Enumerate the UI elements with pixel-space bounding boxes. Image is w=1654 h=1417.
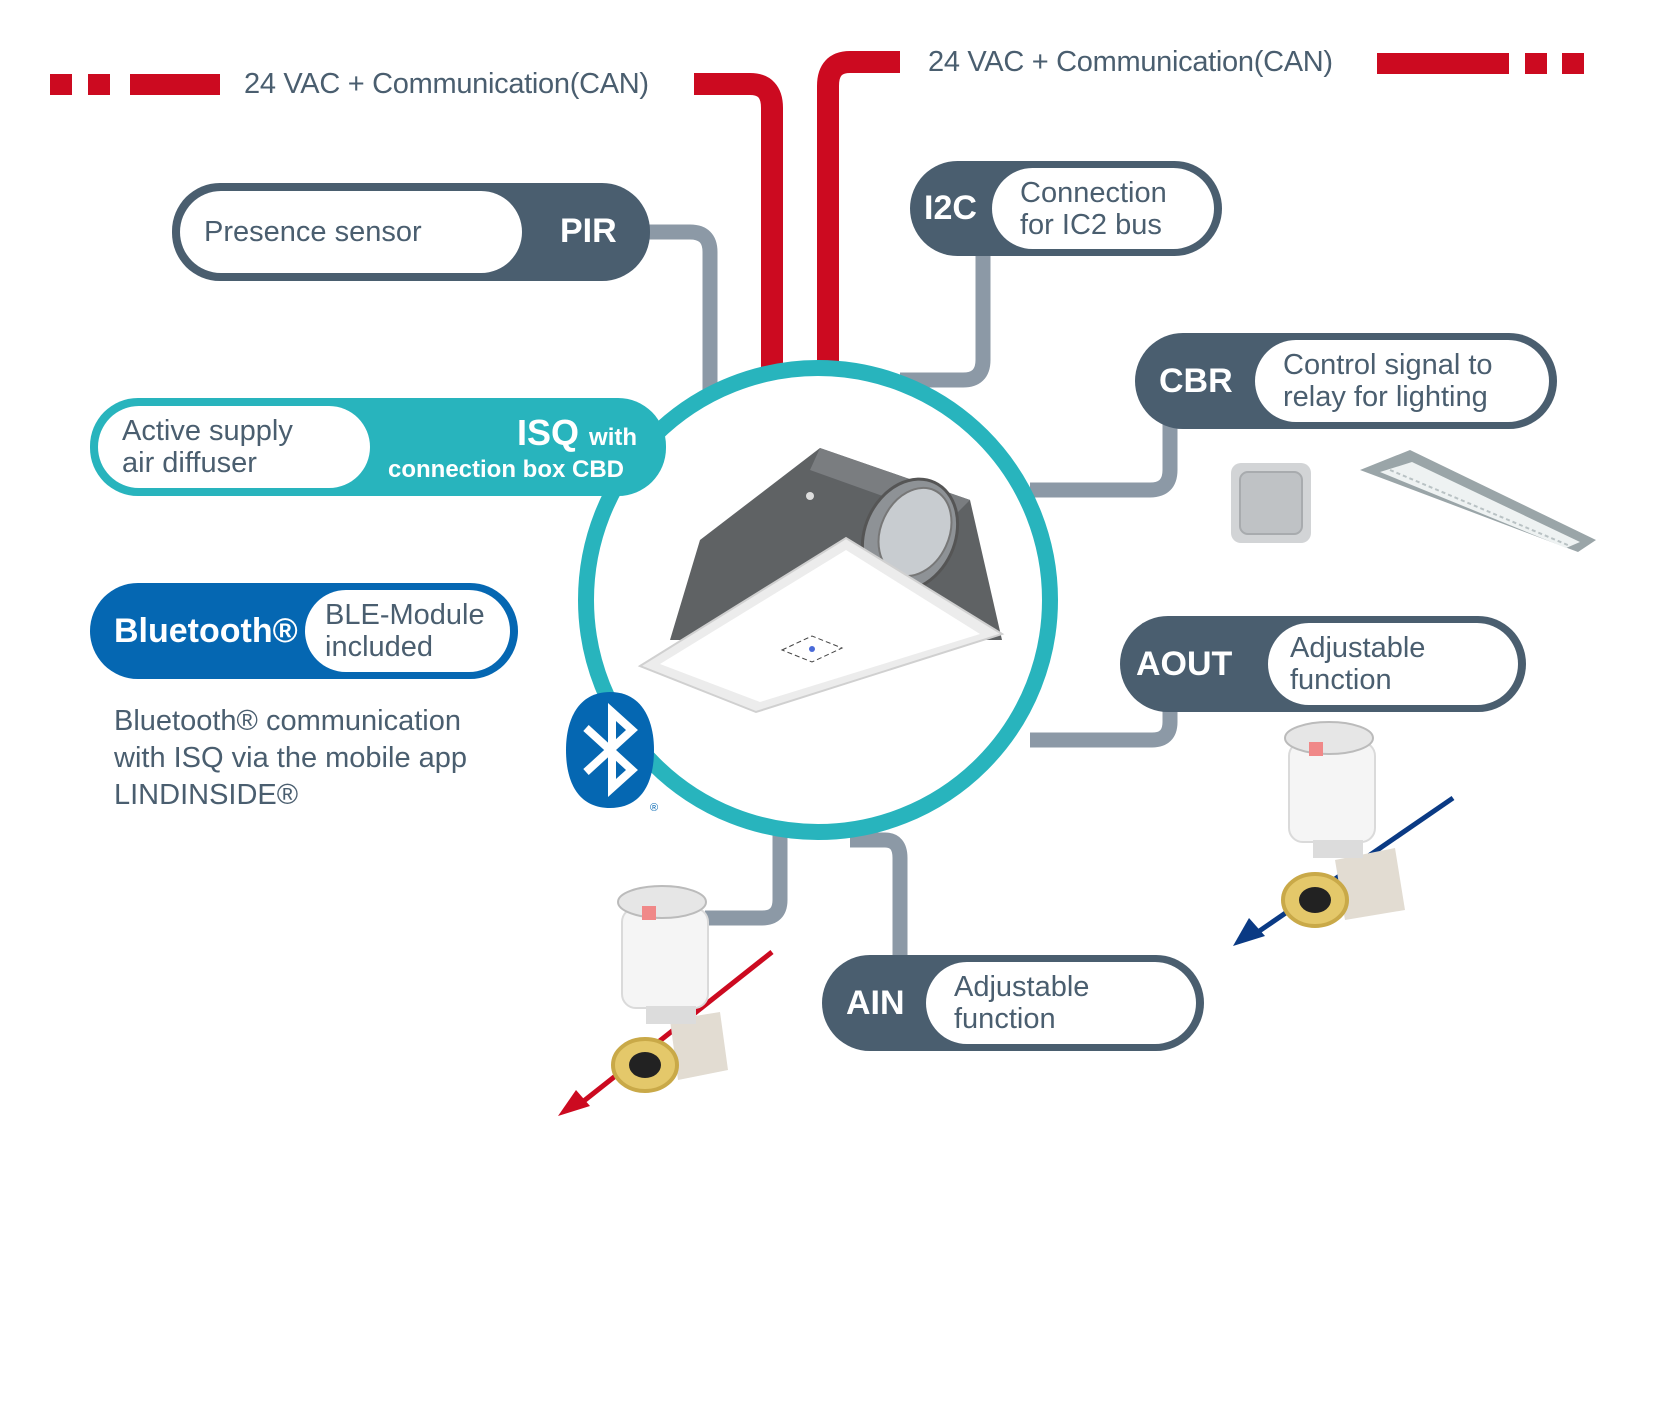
ain-badge: AIN Adjustable function (822, 955, 1204, 1051)
bluetooth-description: BLE-Module included (325, 599, 485, 663)
cbr-code: CBR (1159, 362, 1233, 400)
aout-code: AOUT (1136, 645, 1233, 683)
thermal-actuator-valve-icon (1233, 721, 1455, 946)
thermal-actuator-valve-icon (558, 885, 774, 1116)
ain-wire (850, 832, 908, 965)
valve-left-wire (705, 830, 788, 926)
ceiling-diffuser-icon (637, 448, 1005, 714)
cbr-wire (1030, 420, 1178, 498)
can-bus-right-wire (817, 51, 900, 370)
svg-text:®: ® (650, 802, 658, 812)
isq-badge: Active supply air diffuser ISQ with conn… (90, 398, 666, 496)
can-bus-left-wire (694, 73, 783, 370)
ain-code: AIN (846, 984, 905, 1022)
i2c-badge: I2C Connection for IC2 bus (910, 161, 1222, 256)
i2c-description: Connection for IC2 bus (1020, 176, 1167, 241)
pir-code: PIR (560, 212, 617, 250)
i2c-wire (900, 250, 991, 388)
pir-description: Presence sensor (204, 216, 422, 248)
bluetooth-note: Bluetooth® communication with ISQ via th… (114, 703, 467, 814)
bluetooth-note-line: Bluetooth® communication (114, 705, 461, 737)
aout-badge: AOUT Adjustable function (1120, 616, 1526, 712)
isq-description: Active supply air diffuser (122, 415, 293, 479)
light-switch-icon (1231, 463, 1311, 543)
aout-wire (1030, 700, 1178, 748)
can-label-left: 24 VAC + Communication(CAN) (244, 68, 649, 100)
aout-description: Adjustable function (1290, 632, 1426, 696)
isq-code-main: ISQ (517, 412, 580, 453)
isq-code-line2: connection box CBD (388, 456, 625, 483)
bluetooth-note-line: LINDINSIDE® (114, 779, 299, 811)
pir-wire (640, 224, 718, 390)
isq-code: ISQ with (517, 412, 637, 454)
luminaire-icon (1360, 450, 1596, 552)
isq-code-suffix: with (589, 424, 638, 451)
cbr-description: Control signal to relay for lighting (1283, 349, 1493, 413)
bluetooth-badge: Bluetooth® BLE-Module included (90, 583, 518, 679)
ain-description: Adjustable function (954, 971, 1090, 1035)
bluetooth-icon: ® (566, 692, 658, 812)
can-bus-right (1377, 53, 1584, 74)
can-bus-left (50, 74, 220, 95)
can-label-right: 24 VAC + Communication(CAN) (928, 46, 1333, 78)
pir-badge: Presence sensor PIR (172, 183, 650, 281)
bluetooth-code: Bluetooth® (114, 612, 298, 650)
bluetooth-note-line: with ISQ via the mobile app (114, 742, 468, 774)
i2c-code: I2C (924, 189, 977, 227)
cbr-badge: CBR Control signal to relay for lighting (1135, 333, 1557, 429)
